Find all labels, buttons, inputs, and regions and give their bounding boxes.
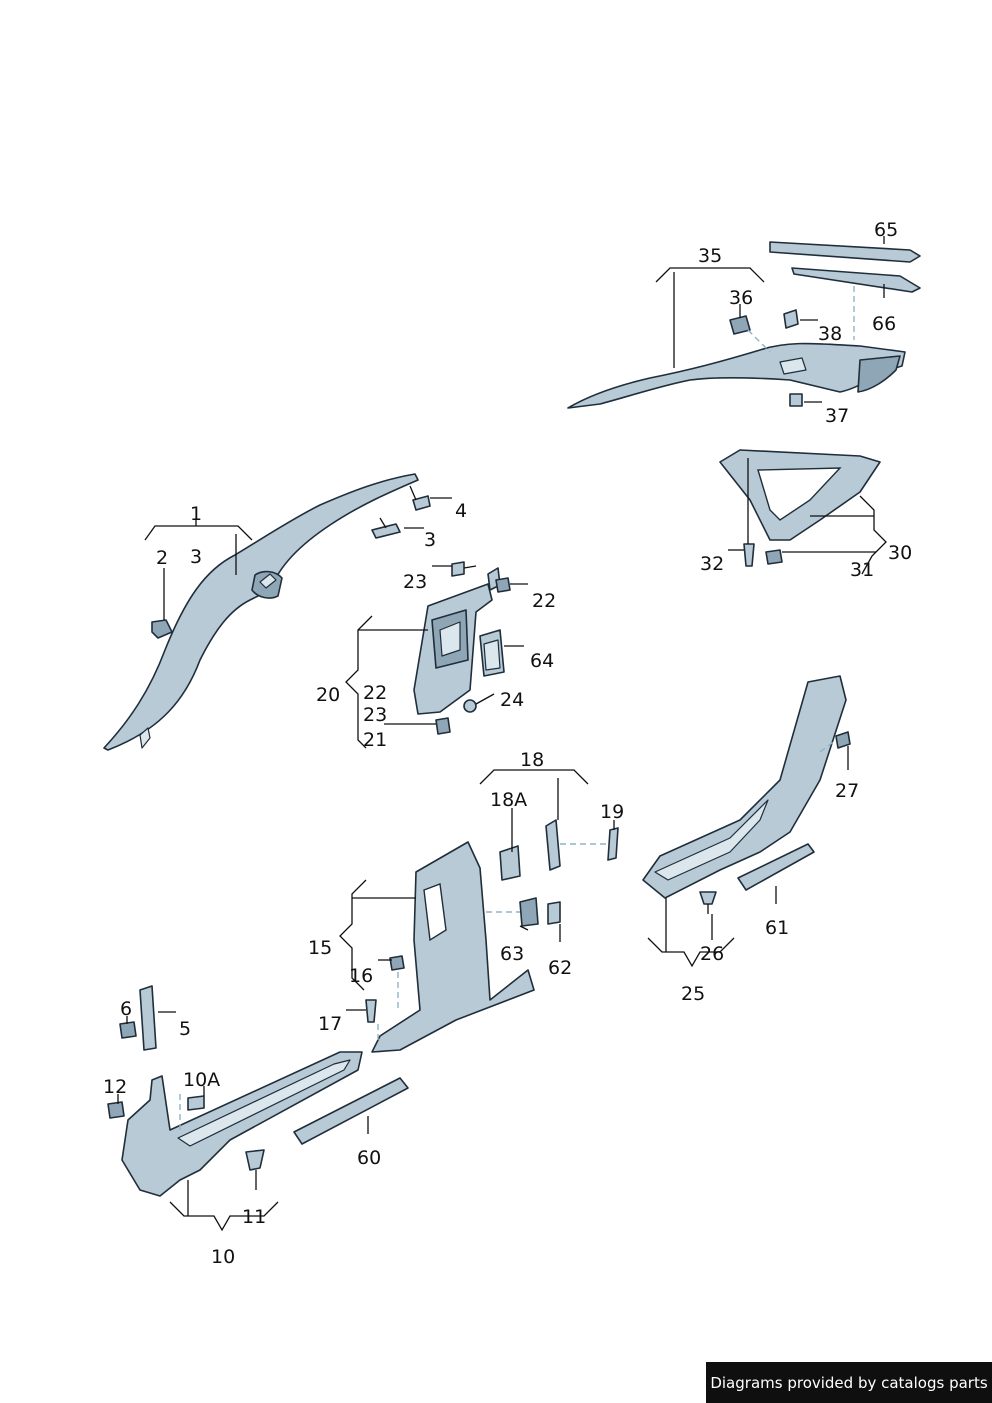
clip-31[interactable]: [765, 549, 783, 565]
label-22: 22: [363, 682, 387, 704]
label-11: 11: [242, 1206, 266, 1228]
label-27: 27: [835, 780, 859, 802]
label-66: 66: [872, 313, 896, 335]
roof-side-trim[interactable]: [567, 342, 906, 409]
label-15: 15: [308, 937, 332, 959]
label-23: 23: [363, 704, 387, 726]
belt-guide-18[interactable]: [545, 819, 561, 871]
part-labels: 1 2 3 3 4 23 22 64 20 22 23 24 21 65 35 …: [103, 219, 912, 1268]
nut-24[interactable]: [463, 699, 477, 713]
label-37: 37: [825, 405, 849, 427]
label-63: 63: [500, 943, 524, 965]
clip-36[interactable]: [729, 315, 751, 335]
screw-17[interactable]: [365, 999, 377, 1023]
clip-21[interactable]: [435, 717, 451, 735]
label-24: 24: [500, 689, 524, 711]
label-25: 25: [681, 983, 705, 1005]
label-32: 32: [700, 553, 724, 575]
label-30: 30: [888, 542, 912, 564]
label-61: 61: [765, 917, 789, 939]
clip-27[interactable]: [835, 731, 851, 749]
clip-26[interactable]: [699, 891, 717, 914]
clip-22-upper[interactable]: [495, 577, 511, 593]
clip-3[interactable]: [371, 517, 401, 539]
clip-62[interactable]: [547, 901, 561, 925]
label-35: 35: [698, 245, 722, 267]
front-sill-trim[interactable]: [121, 1051, 363, 1197]
screw-4[interactable]: [409, 485, 431, 511]
strip-65[interactable]: [769, 241, 921, 263]
label-4: 4: [455, 500, 467, 522]
label-22: 22: [532, 590, 556, 612]
label-23: 23: [403, 571, 427, 593]
leader-lines: [117, 236, 887, 1232]
plate-61[interactable]: [737, 843, 815, 891]
a-pillar-trim[interactable]: [103, 473, 419, 751]
clip-12[interactable]: [107, 1101, 125, 1119]
footer-credit: Diagrams provided by catalogs parts: [706, 1362, 992, 1403]
label-26: 26: [700, 943, 724, 965]
label-19: 19: [600, 801, 624, 823]
label-10a: 10A: [183, 1069, 220, 1091]
clip-63[interactable]: [519, 897, 539, 927]
label-60: 60: [357, 1147, 381, 1169]
label-18: 18: [520, 749, 544, 771]
strip-66[interactable]: [791, 267, 921, 293]
label-10: 10: [211, 1246, 235, 1268]
label-38: 38: [818, 323, 842, 345]
screw-10a[interactable]: [187, 1095, 205, 1111]
clip-6[interactable]: [119, 1021, 137, 1039]
cap-19[interactable]: [607, 827, 619, 861]
clip-18a[interactable]: [499, 845, 521, 881]
screw-23-upper[interactable]: [451, 561, 477, 577]
plate-60[interactable]: [293, 1077, 409, 1145]
screw-37[interactable]: [789, 393, 803, 407]
label-2: 2: [156, 547, 168, 569]
rear-sill-trim[interactable]: [642, 675, 847, 899]
b-pillar-lower-trim[interactable]: [371, 841, 535, 1053]
label-16: 16: [349, 965, 373, 987]
quarter-window-trim[interactable]: [719, 449, 881, 541]
label-5: 5: [179, 1018, 191, 1040]
label-1: 1: [190, 503, 202, 525]
label-20: 20: [316, 684, 340, 706]
label-62: 62: [548, 957, 572, 979]
clip-16[interactable]: [389, 955, 405, 971]
b-pillar-upper-trim[interactable]: [413, 567, 501, 715]
label-31: 31: [850, 559, 874, 581]
label-18a: 18A: [490, 789, 527, 811]
label-3: 3: [424, 529, 436, 551]
label-12: 12: [103, 1076, 127, 1098]
label-64: 64: [530, 650, 554, 672]
label-65: 65: [874, 219, 898, 241]
clip-64[interactable]: [479, 629, 505, 677]
strip-5[interactable]: [139, 985, 157, 1051]
label-36: 36: [729, 287, 753, 309]
clip-38[interactable]: [783, 309, 799, 329]
label-17: 17: [318, 1013, 342, 1035]
label-6: 6: [120, 998, 132, 1020]
label-3: 3: [190, 546, 202, 568]
clip-2[interactable]: [151, 619, 173, 639]
screw-32[interactable]: [743, 543, 755, 567]
label-21: 21: [363, 729, 387, 751]
clip-11[interactable]: [245, 1149, 265, 1171]
